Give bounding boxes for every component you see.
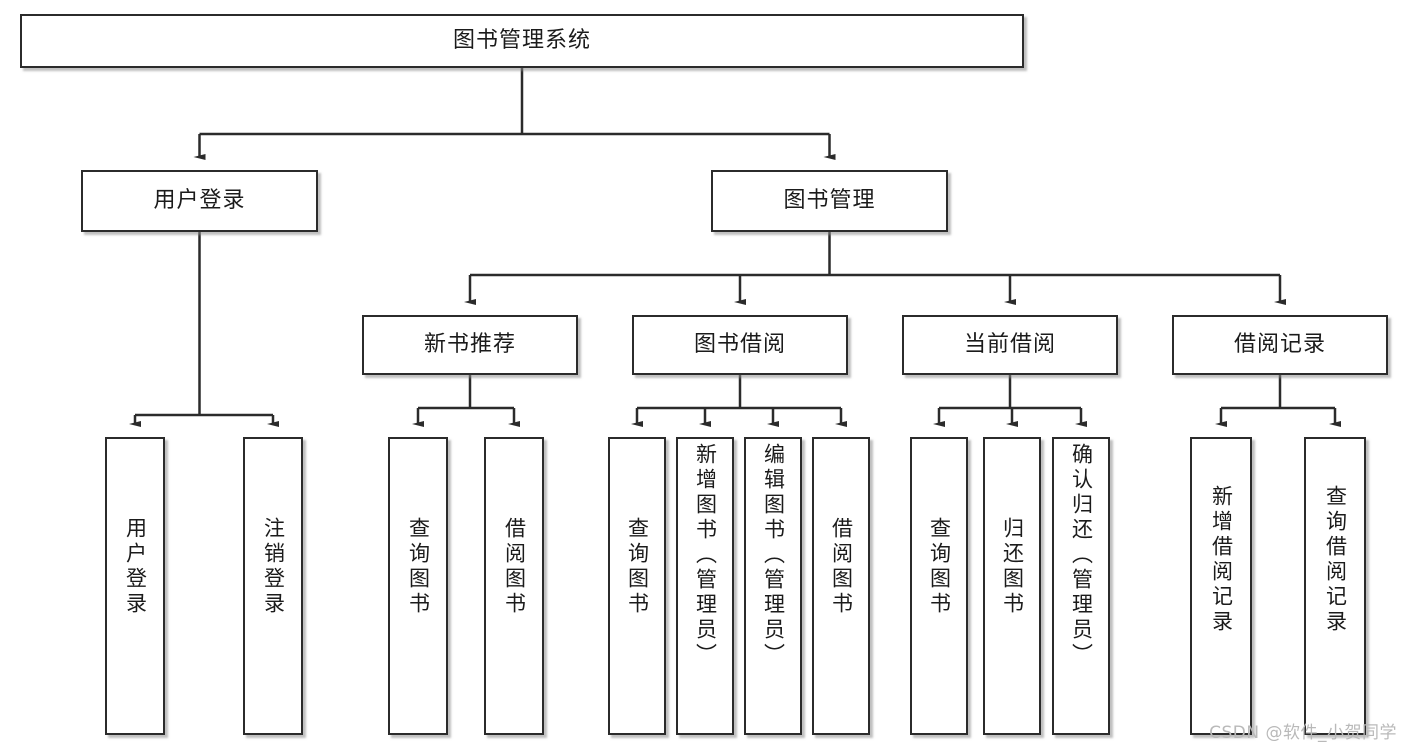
node-leaf-borrow-book-2-label: 借阅图书 — [829, 517, 854, 617]
node-leaf-logout-label: 注销登录 — [261, 517, 286, 617]
node-leaf-query-book-3[interactable]: 查询图书 — [910, 437, 968, 735]
node-leaf-add-borrow-record[interactable]: 新增借阅记录 — [1190, 437, 1252, 735]
node-current-borrow[interactable]: 当前借阅 — [902, 315, 1118, 375]
node-book-management-label: 图书管理 — [783, 188, 876, 214]
node-new-book-recommend[interactable]: 新书推荐 — [362, 315, 578, 375]
node-leaf-confirm-return-label: 确认归还（管理员） — [1069, 443, 1094, 668]
node-leaf-edit-book-admin-label: 编辑图书（管理员） — [761, 443, 786, 668]
node-leaf-query-borrow-record[interactable]: 查询借阅记录 — [1304, 437, 1366, 735]
watermark-text: CSDN @软件_小贺同学 — [1209, 723, 1397, 743]
node-leaf-confirm-return[interactable]: 确认归还（管理员） — [1052, 437, 1110, 735]
node-borrow-record[interactable]: 借阅记录 — [1172, 315, 1388, 375]
node-leaf-query-book-1-label: 查询图书 — [406, 517, 431, 617]
node-root-label: 图书管理系统 — [452, 28, 591, 54]
node-leaf-query-book-2-label: 查询图书 — [625, 517, 650, 617]
node-leaf-query-book-3-label: 查询图书 — [927, 517, 952, 617]
node-leaf-add-book-admin-label: 新增图书（管理员） — [693, 443, 718, 668]
node-new-book-recommend-label: 新书推荐 — [423, 332, 516, 358]
node-leaf-query-book-2[interactable]: 查询图书 — [608, 437, 666, 735]
node-leaf-add-borrow-record-label: 新增借阅记录 — [1209, 485, 1234, 635]
node-leaf-query-borrow-record-label: 查询借阅记录 — [1323, 485, 1348, 635]
node-leaf-borrow-book-1[interactable]: 借阅图书 — [484, 437, 544, 735]
node-leaf-query-book-1[interactable]: 查询图书 — [388, 437, 448, 735]
node-leaf-edit-book-admin[interactable]: 编辑图书（管理员） — [744, 437, 802, 735]
node-current-borrow-label: 当前借阅 — [963, 332, 1056, 358]
node-book-management[interactable]: 图书管理 — [711, 170, 948, 232]
node-leaf-borrow-book-1-label: 借阅图书 — [502, 517, 527, 617]
node-user-login[interactable]: 用户登录 — [81, 170, 318, 232]
node-borrow-record-label: 借阅记录 — [1233, 332, 1326, 358]
node-leaf-user-login-label: 用户登录 — [123, 517, 148, 617]
node-book-borrow-label: 图书借阅 — [693, 332, 786, 358]
node-leaf-user-login[interactable]: 用户登录 — [105, 437, 165, 735]
node-leaf-return-book[interactable]: 归还图书 — [983, 437, 1041, 735]
node-leaf-logout[interactable]: 注销登录 — [243, 437, 303, 735]
node-user-login-label: 用户登录 — [153, 188, 246, 214]
node-leaf-borrow-book-2[interactable]: 借阅图书 — [812, 437, 870, 735]
node-leaf-add-book-admin[interactable]: 新增图书（管理员） — [676, 437, 734, 735]
node-root[interactable]: 图书管理系统 — [20, 14, 1024, 68]
node-leaf-return-book-label: 归还图书 — [1000, 517, 1025, 617]
node-book-borrow[interactable]: 图书借阅 — [632, 315, 848, 375]
